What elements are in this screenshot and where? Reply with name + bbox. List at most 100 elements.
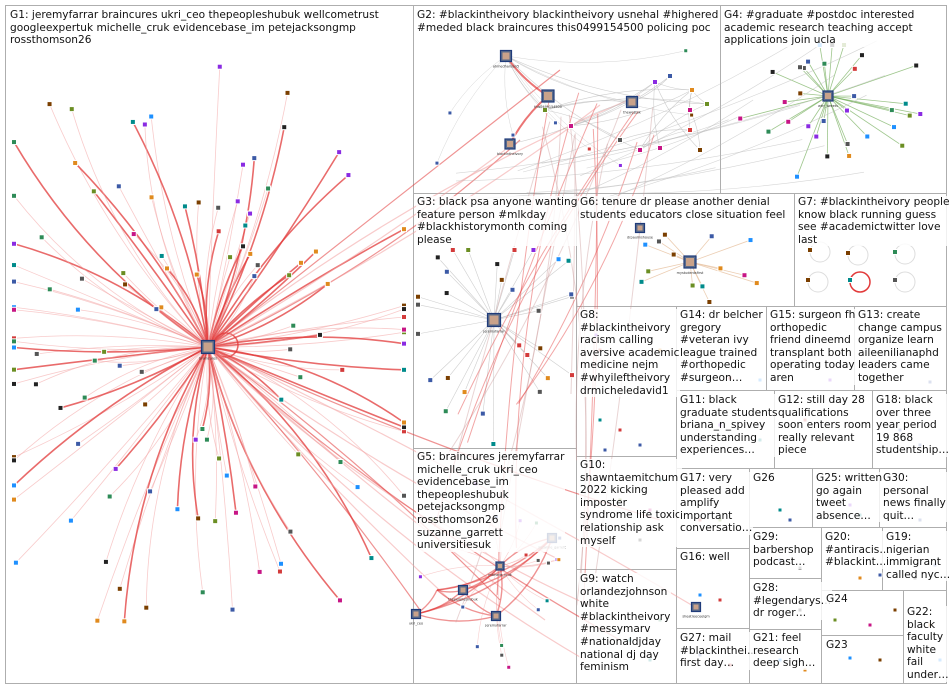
g3-node bbox=[442, 408, 449, 415]
g4-edge bbox=[796, 95, 829, 177]
g1-node bbox=[401, 314, 407, 321]
g1-edge bbox=[207, 346, 405, 424]
g7-node bbox=[892, 249, 898, 255]
g5-hub-b-avatar bbox=[460, 587, 466, 593]
g6-hub-a-avatar bbox=[637, 225, 643, 231]
g1-node bbox=[57, 404, 64, 411]
g6-node bbox=[706, 299, 713, 305]
g3-hub-avatar bbox=[489, 315, 499, 325]
g5-node bbox=[556, 557, 562, 563]
g1-edge bbox=[13, 141, 209, 348]
g1-edge bbox=[150, 116, 209, 348]
g1-edge bbox=[207, 346, 405, 371]
g5-node bbox=[460, 604, 466, 610]
g1-node bbox=[72, 159, 79, 166]
g1-node bbox=[75, 440, 82, 447]
group-label-g29: G29: barbershop podcast… bbox=[752, 531, 815, 569]
g7-node bbox=[805, 277, 811, 283]
g1-edge bbox=[109, 346, 209, 497]
g1-node bbox=[345, 172, 352, 179]
g4-node bbox=[765, 128, 772, 135]
g4-node bbox=[769, 68, 776, 75]
g6-node bbox=[689, 282, 696, 289]
g5-hub-c-label: jeremyfarrar bbox=[484, 624, 507, 628]
cross-edge bbox=[526, 167, 716, 193]
group-label-g11: G11: black graduate students briana_n_sp… bbox=[679, 394, 779, 457]
g5-hub-c-avatar bbox=[493, 613, 499, 619]
g1-edge bbox=[81, 278, 209, 348]
group-label-g2: G2: #blackintheivory blackintheivory usn… bbox=[416, 9, 720, 35]
g1-node bbox=[11, 139, 17, 146]
g4-hub-avatar bbox=[825, 93, 831, 99]
g3-node bbox=[490, 441, 497, 447]
g7-node bbox=[892, 277, 898, 283]
g5-node bbox=[535, 557, 541, 563]
g1-node bbox=[252, 483, 259, 490]
g1-edge bbox=[207, 283, 329, 348]
g3-node bbox=[569, 372, 575, 379]
small-group-node bbox=[857, 575, 863, 581]
g1-node bbox=[401, 306, 407, 313]
g2-node bbox=[637, 147, 643, 153]
g1-node bbox=[11, 278, 17, 285]
g3-edge bbox=[482, 319, 495, 414]
g1-long-edge bbox=[207, 346, 546, 621]
g1-edge bbox=[15, 346, 209, 563]
g1-edge bbox=[115, 346, 209, 470]
g6-node bbox=[753, 280, 760, 287]
g1-node bbox=[91, 357, 98, 364]
g2-node bbox=[689, 112, 695, 118]
g1-edge bbox=[207, 262, 302, 348]
g1-long-edge bbox=[207, 346, 601, 611]
g1-node bbox=[401, 226, 407, 233]
g1-node bbox=[12, 559, 19, 566]
small-group-node bbox=[832, 617, 838, 623]
g1-node bbox=[232, 509, 239, 516]
g2-edge bbox=[570, 75, 671, 127]
g2-node bbox=[568, 123, 574, 129]
g2-edge bbox=[639, 89, 693, 151]
cross-edge bbox=[455, 116, 562, 623]
cross-edge bbox=[570, 133, 576, 394]
g2-edge-red bbox=[509, 95, 549, 145]
g1-node bbox=[215, 204, 222, 211]
group-label-g14: G14: dr belcher gregory #veteran ivy lea… bbox=[679, 309, 764, 385]
g1-node bbox=[163, 265, 170, 272]
g4-node bbox=[794, 173, 801, 180]
g1-node bbox=[324, 280, 331, 287]
g4-node bbox=[820, 118, 827, 125]
cross-edge bbox=[541, 75, 886, 164]
g1-node bbox=[11, 344, 17, 351]
g5-node bbox=[474, 644, 480, 650]
group-label-g15: G15: surgeon fh orthopedic friend dineem… bbox=[769, 309, 857, 385]
group-label-g20: G20: #antiracis… #blackint… bbox=[824, 531, 891, 569]
g1-edge bbox=[13, 346, 209, 353]
g3-edge bbox=[445, 319, 495, 412]
g1-edge bbox=[49, 103, 209, 348]
g3-node bbox=[555, 256, 562, 263]
g1-node bbox=[212, 518, 219, 525]
g1-node bbox=[337, 459, 344, 466]
g2-node bbox=[683, 48, 689, 54]
cross-edge bbox=[593, 74, 835, 207]
cross-edge bbox=[575, 143, 608, 461]
g3-node bbox=[434, 254, 441, 261]
g1-edge bbox=[207, 346, 299, 455]
edge-layer bbox=[13, 40, 921, 668]
g1-edge bbox=[123, 346, 209, 622]
group-label-g8: G8: #blackintheivory racism calling aver… bbox=[579, 309, 681, 398]
g1-edge bbox=[207, 127, 286, 348]
g5-edge bbox=[496, 565, 502, 646]
g1-node bbox=[38, 234, 45, 241]
g2-node bbox=[687, 127, 693, 133]
g1-node bbox=[158, 252, 165, 259]
g1-node bbox=[281, 124, 288, 131]
small-group-node bbox=[597, 417, 603, 423]
g1-node bbox=[239, 161, 246, 168]
g1-node bbox=[33, 350, 40, 357]
g1-node bbox=[11, 457, 17, 464]
g1-edge bbox=[176, 346, 209, 510]
g6-hub-avatar bbox=[686, 258, 694, 266]
g1-node bbox=[141, 121, 148, 128]
